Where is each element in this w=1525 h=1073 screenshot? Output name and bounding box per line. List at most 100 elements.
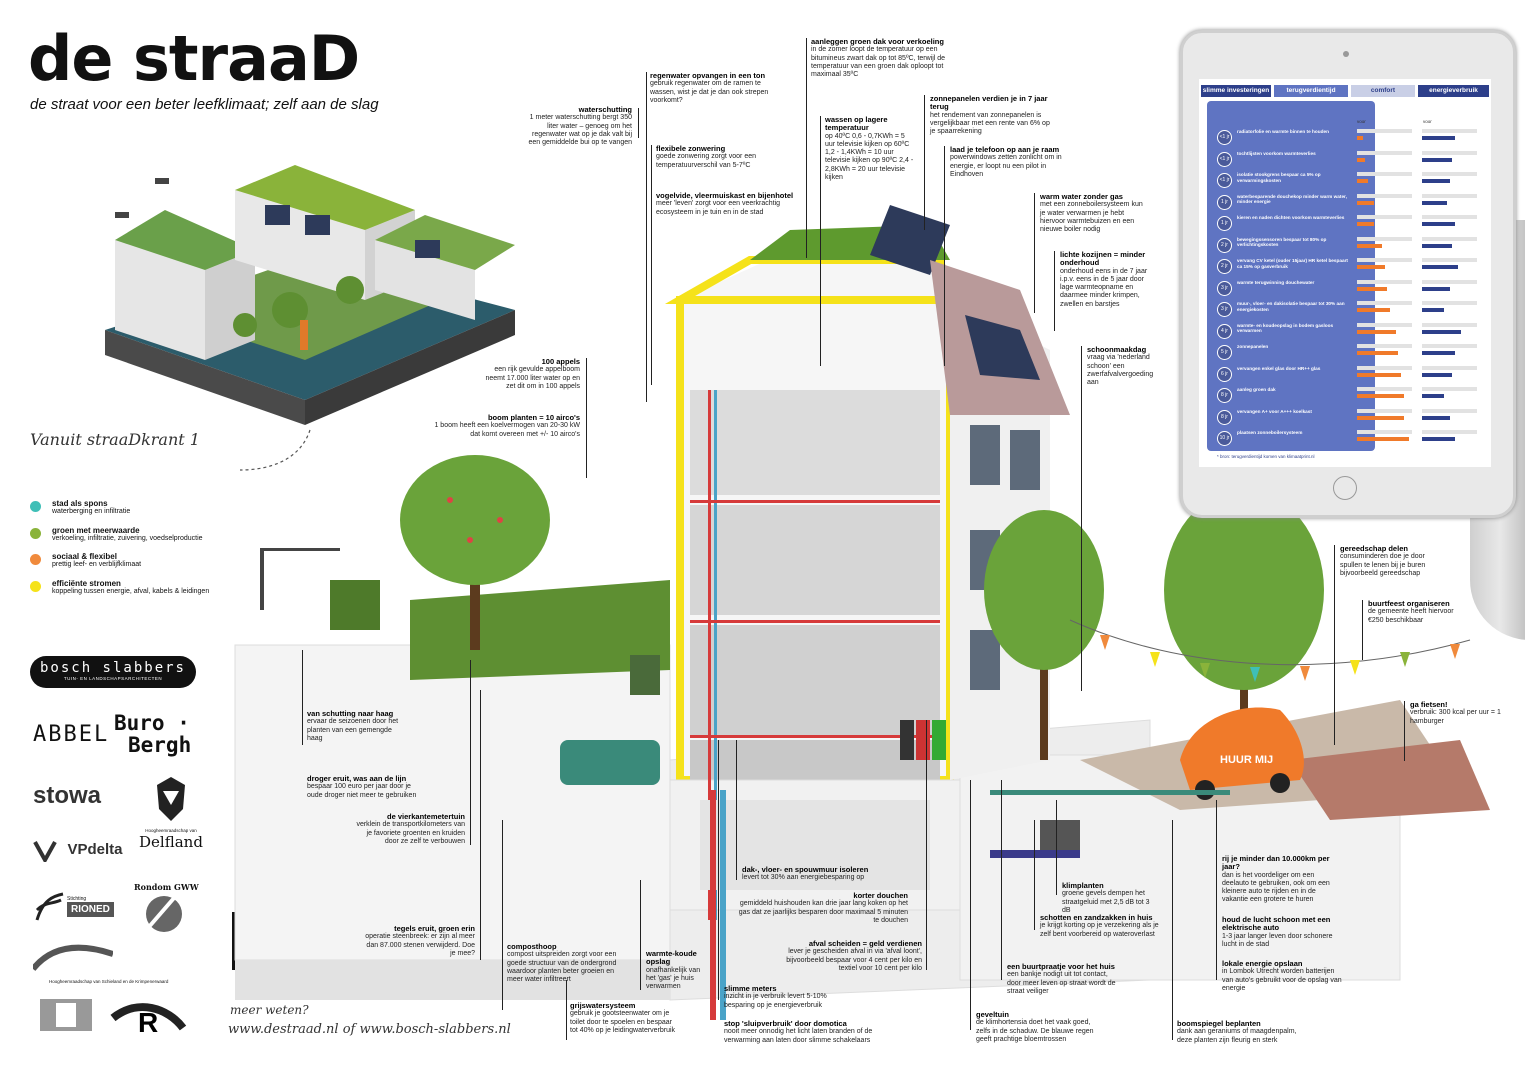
tablet-footnote: * bron: terugverdientijd komen van klima… [1217, 454, 1315, 459]
tab-terugverdientijd[interactable]: terugverdientijd [1274, 85, 1348, 97]
tab-comfort[interactable]: comfort [1351, 85, 1415, 97]
energy-bar [1422, 394, 1444, 398]
caption-vanuit: Vanuit straaDkrant 1 [30, 430, 200, 449]
tablet-row-years: 3 jr [1217, 302, 1232, 317]
payback-track [1357, 322, 1412, 327]
tablet-row-label: aanleg groen dak [1237, 387, 1276, 392]
energy-track [1422, 236, 1477, 241]
payback-bar [1357, 415, 1404, 420]
tablet-screen: slimme investeringen terugverdientijd co… [1199, 79, 1491, 467]
gww-road-icon [146, 896, 182, 932]
payback-track [1357, 279, 1412, 284]
tablet-row-years: 4 jr [1217, 323, 1232, 339]
tablet-row[interactable]: 3 jr muur-, vloer- en dakisolatie bespaar… [1217, 299, 1485, 319]
page-title: de straaD [28, 22, 360, 95]
tablet-row-years: 8 jr [1217, 388, 1232, 403]
payback-track [1357, 408, 1412, 413]
energy-bar [1422, 351, 1455, 355]
svg-text:R: R [138, 1007, 158, 1038]
payback-track [1357, 150, 1412, 155]
tablet-row-years: 1 jr [1217, 216, 1232, 231]
legend-dot-icon [30, 581, 41, 592]
payback-track [1357, 129, 1412, 133]
footer-links[interactable]: www.destraad.nl of www.bosch-slabbers.nl [228, 1022, 511, 1037]
tablet-device: slimme investeringen terugverdientijd co… [1180, 30, 1516, 518]
tablet-row-years: 5 jr [1217, 345, 1232, 360]
rioned-mark-icon [35, 892, 64, 921]
tablet-row-years: 1 jr [1217, 194, 1232, 210]
payback-track [1357, 301, 1412, 305]
tablet-row-years: 2 jr [1217, 237, 1232, 253]
energy-track [1422, 215, 1477, 219]
tablet-col-head-1: voor [1357, 119, 1366, 124]
tablet-row-years: <1 jr [1217, 130, 1232, 145]
tablet-row-years: 10 jr [1217, 431, 1232, 446]
tablet-row-label: muur-, vloer- en dakisolatie bespaar tot… [1237, 301, 1345, 312]
payback-track [1357, 258, 1412, 262]
tablet-row-years: <1 jr [1217, 173, 1232, 188]
energy-bar [1422, 415, 1450, 420]
crest-icon [40, 999, 92, 1031]
payback-bar [1357, 265, 1385, 269]
r-mark-icon: R [110, 1003, 187, 1038]
energy-track [1422, 301, 1477, 305]
payback-bar [1357, 222, 1374, 226]
tab-slimme-investeringen[interactable]: slimme investeringen [1201, 85, 1271, 97]
tablet-row-years: <1 jr [1217, 151, 1232, 167]
car-text: HUUR MIJ [1220, 754, 1273, 766]
tablet-row-label: vervangen A+ voor A+++ koelkast [1237, 408, 1312, 414]
energy-track [1422, 193, 1477, 198]
payback-track [1357, 215, 1412, 219]
legend-dot-icon [30, 501, 41, 512]
tablet-row[interactable]: 4 jr warmte- en koudeopslag in bodem gasl… [1217, 321, 1485, 341]
energy-track [1422, 430, 1477, 434]
rioned-logo: Stichting RIONED [33, 890, 114, 929]
tablet-row-years: 2 jr [1217, 259, 1232, 274]
vpdelta-logo: VPdelta [33, 838, 122, 865]
tab-energieverbruik[interactable]: energieverbruik [1418, 85, 1489, 97]
callout-huren: rij je minder dan 10.000km per jaar?dan … [1222, 854, 1330, 904]
energy-bar [1422, 265, 1458, 269]
tablet-row[interactable]: 8 jr aanleg groen dak [1217, 385, 1485, 405]
delfland-logo: Hoogheemraadschap van Delfland [136, 775, 206, 851]
aerial-street-illustration [105, 165, 515, 425]
r-logo: R [108, 998, 188, 1043]
tablet-row[interactable]: 10 jr plaatsen zonneboilersysteem [1217, 428, 1485, 448]
energy-track [1422, 258, 1477, 262]
payback-bar [1357, 243, 1382, 248]
gww-logo: Rondom GWW [134, 882, 204, 937]
energy-bar [1422, 136, 1455, 140]
energy-bar [1422, 243, 1453, 248]
energy-track [1422, 150, 1477, 155]
energy-track [1422, 129, 1477, 133]
tablet-row-label: warmte- en koudeopslag in bodem gasloos … [1237, 322, 1334, 334]
legend-dot-icon [30, 554, 41, 565]
home-button[interactable] [1333, 476, 1357, 500]
camera-icon [1343, 51, 1349, 57]
tablet-row-label: plaatsen zonneboilersysteem [1237, 430, 1303, 435]
payback-track [1357, 430, 1412, 434]
tablet-row-years: 6 jr [1217, 366, 1232, 382]
delfland-crest-icon [157, 777, 185, 821]
